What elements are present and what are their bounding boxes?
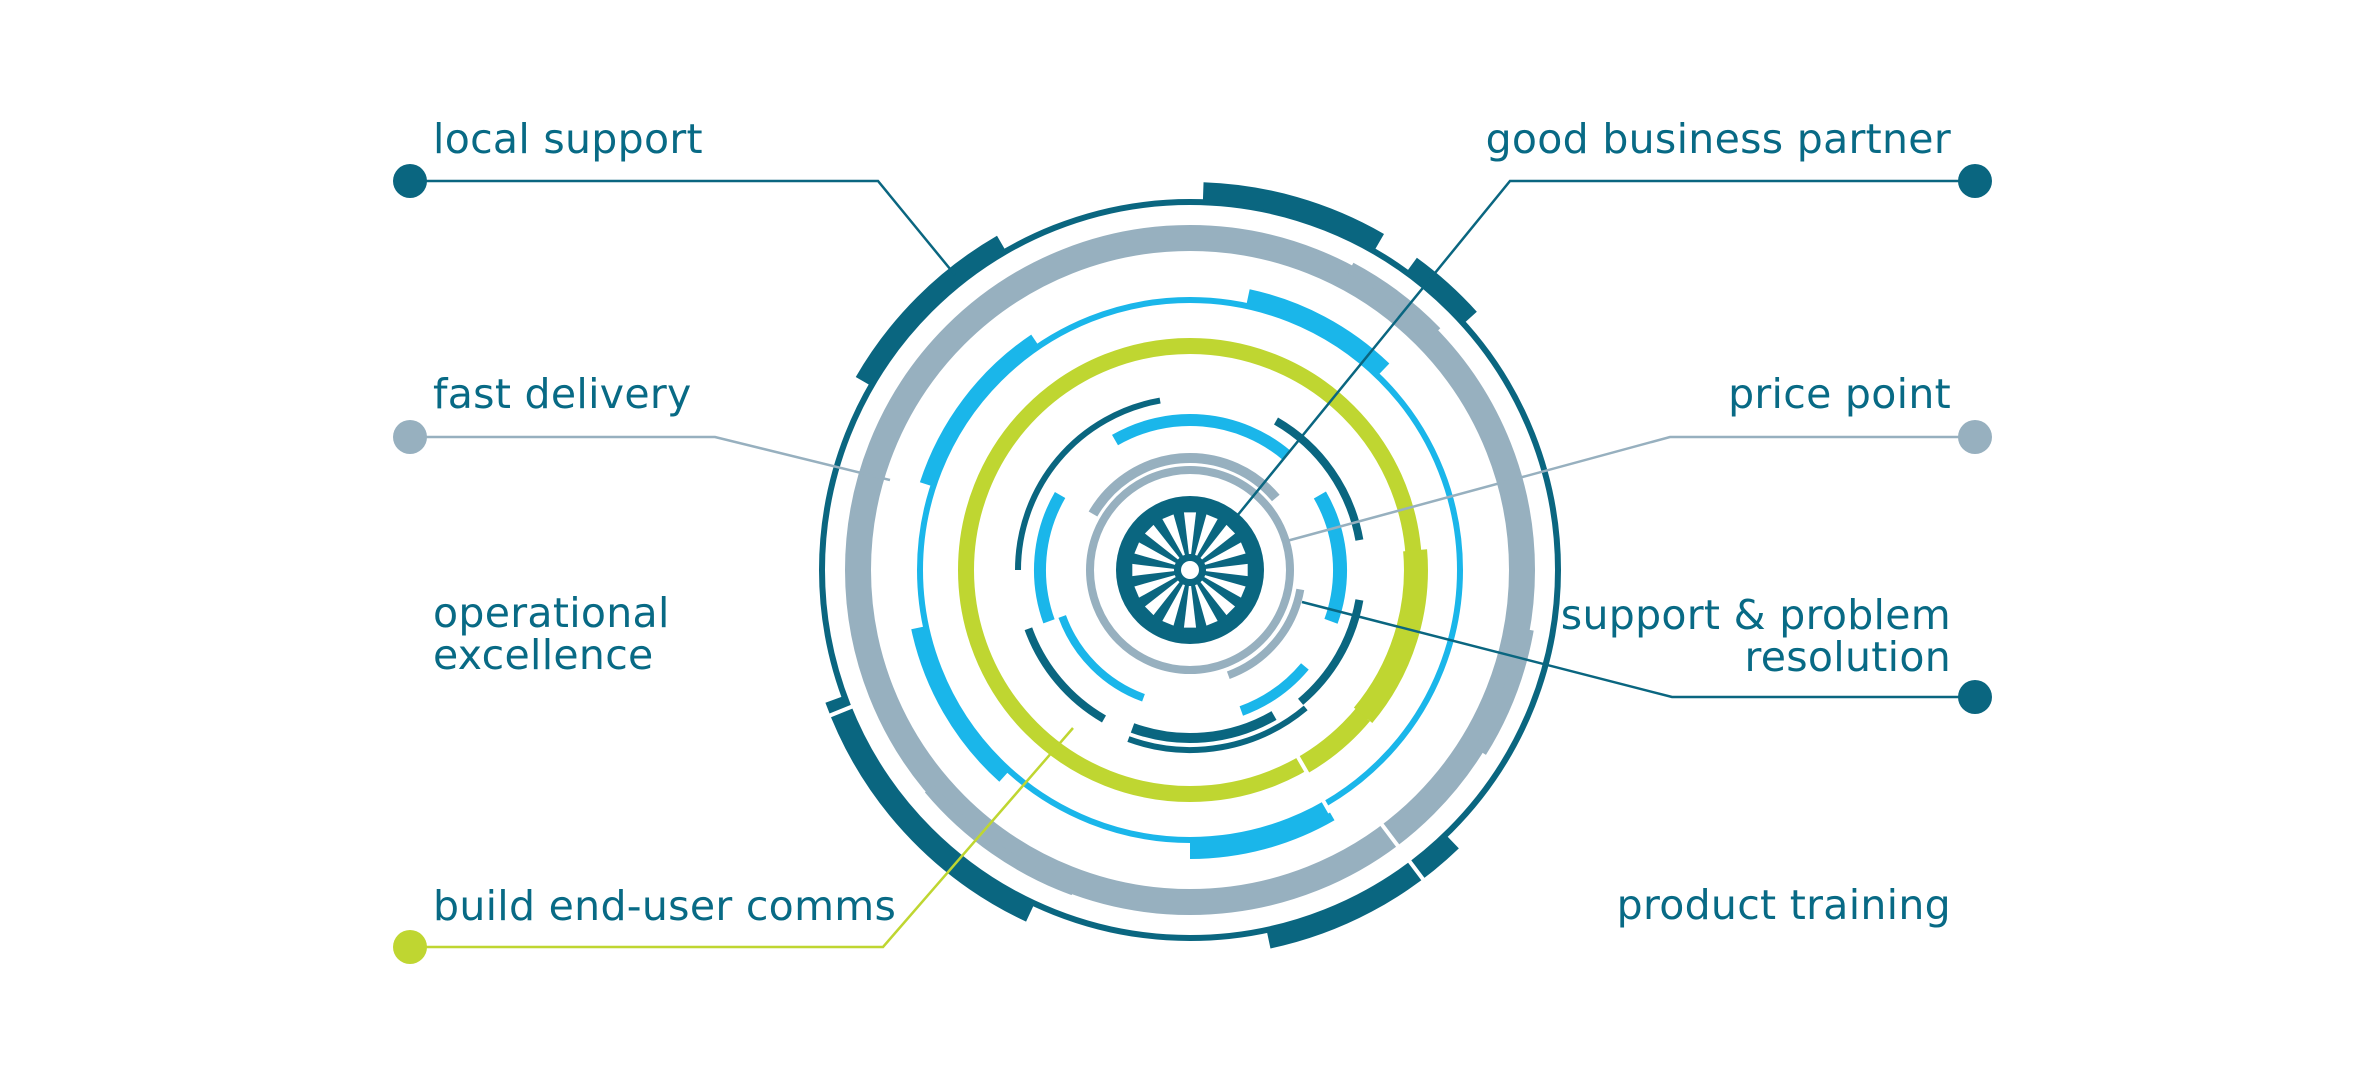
hub-center <box>1181 561 1199 579</box>
ring-arc-2 <box>1405 257 1477 326</box>
ring-arc-26 <box>1239 663 1309 716</box>
ring-arc-13 <box>911 626 1009 782</box>
leader-dot-support-problem-resolution <box>1958 680 1992 714</box>
callout-leaders <box>393 164 1992 964</box>
label-good-business-partner: good business partner <box>1485 115 1951 163</box>
ring-0 <box>819 199 1561 941</box>
hub-spoke-9 <box>1162 584 1185 626</box>
hub-spoke-14 <box>1144 524 1180 560</box>
ring-arc-5 <box>855 235 1008 388</box>
hub-spoke-4 <box>1205 563 1248 577</box>
label-support-problem-resolution: support & problem resolution <box>1560 591 1951 681</box>
hub-spoke-5 <box>1204 575 1246 598</box>
label-fast-delivery: fast delivery <box>433 370 692 418</box>
ring-arc-17 <box>1298 709 1370 774</box>
hub-spoke-10 <box>1144 580 1180 616</box>
ring-10 <box>917 297 1463 843</box>
label-operational-excellence: operational excellence <box>433 589 670 679</box>
leader-dot-price-point <box>1958 420 1992 454</box>
ring-arc-31 <box>1226 588 1305 679</box>
hub-spoke-3 <box>1204 542 1246 565</box>
ring-arc-24 <box>1112 414 1291 460</box>
label-build-end-user-comms: build end-user comms <box>433 882 897 930</box>
ring-arc-25 <box>1313 491 1348 624</box>
leader-line-fast-delivery <box>410 435 891 482</box>
ring-arc-30 <box>1088 453 1280 517</box>
ring-arc-8 <box>1474 628 1534 755</box>
ring-arc-11 <box>1245 289 1390 377</box>
label-price-point: price point <box>1728 370 1951 418</box>
ring-arc-3 <box>1266 835 1459 949</box>
hub-spoke-13 <box>1134 542 1176 565</box>
ring-gap-2 <box>1288 742 1332 814</box>
ring-arc-18 <box>1273 417 1364 541</box>
ring-6 <box>845 225 1535 915</box>
ring-29 <box>1086 466 1294 674</box>
ring-arc-23 <box>1127 705 1308 753</box>
hub-spoke-7 <box>1195 584 1218 626</box>
ring-arc-20 <box>1130 711 1277 743</box>
ring-gap-1 <box>1368 808 1433 891</box>
label-local-support: local support <box>433 115 703 163</box>
ring-arc-19 <box>1298 599 1364 705</box>
leader-dot-build-end-user-comms <box>393 930 427 964</box>
center-hub <box>1116 496 1264 644</box>
ring-arc-21 <box>1024 627 1107 723</box>
leader-dot-local-support <box>393 164 427 198</box>
hub-spoke-8 <box>1183 585 1197 628</box>
ring-arc-12 <box>1189 804 1335 859</box>
leader-line-support-problem-resolution <box>1301 600 1975 699</box>
ring-arc-14 <box>919 334 1041 488</box>
hub-spoke-15 <box>1162 514 1185 556</box>
rings-group <box>818 182 1561 949</box>
ring-arc-27 <box>1033 492 1066 624</box>
leader-line-price-point <box>1282 435 1975 544</box>
hub-spoke-6 <box>1200 580 1236 616</box>
ring-arc-1 <box>1202 182 1384 252</box>
label-product-training: product training <box>1616 881 1951 929</box>
leader-line-build-end-user-comms <box>410 727 1074 949</box>
leader-line-good-business-partner <box>1236 179 1975 517</box>
leader-line-local-support <box>410 179 956 276</box>
hub-spoke-1 <box>1195 514 1218 556</box>
ring-arc-22 <box>1015 397 1161 571</box>
hub-spoke-11 <box>1134 575 1176 598</box>
ring-gap-0 <box>818 703 857 722</box>
hub-spoke-2 <box>1200 524 1236 560</box>
ring-arc-4 <box>825 695 1035 922</box>
hub-spoke-12 <box>1132 563 1175 577</box>
ring-arc-9 <box>924 784 1076 896</box>
ring-arc-28 <box>1058 615 1145 702</box>
ring-arc-16 <box>1353 549 1428 724</box>
hub-spoke-0 <box>1183 512 1197 555</box>
ring-arc-7 <box>1347 262 1441 337</box>
leader-dot-fast-delivery <box>393 420 427 454</box>
leader-dot-good-business-partner <box>1958 164 1992 198</box>
